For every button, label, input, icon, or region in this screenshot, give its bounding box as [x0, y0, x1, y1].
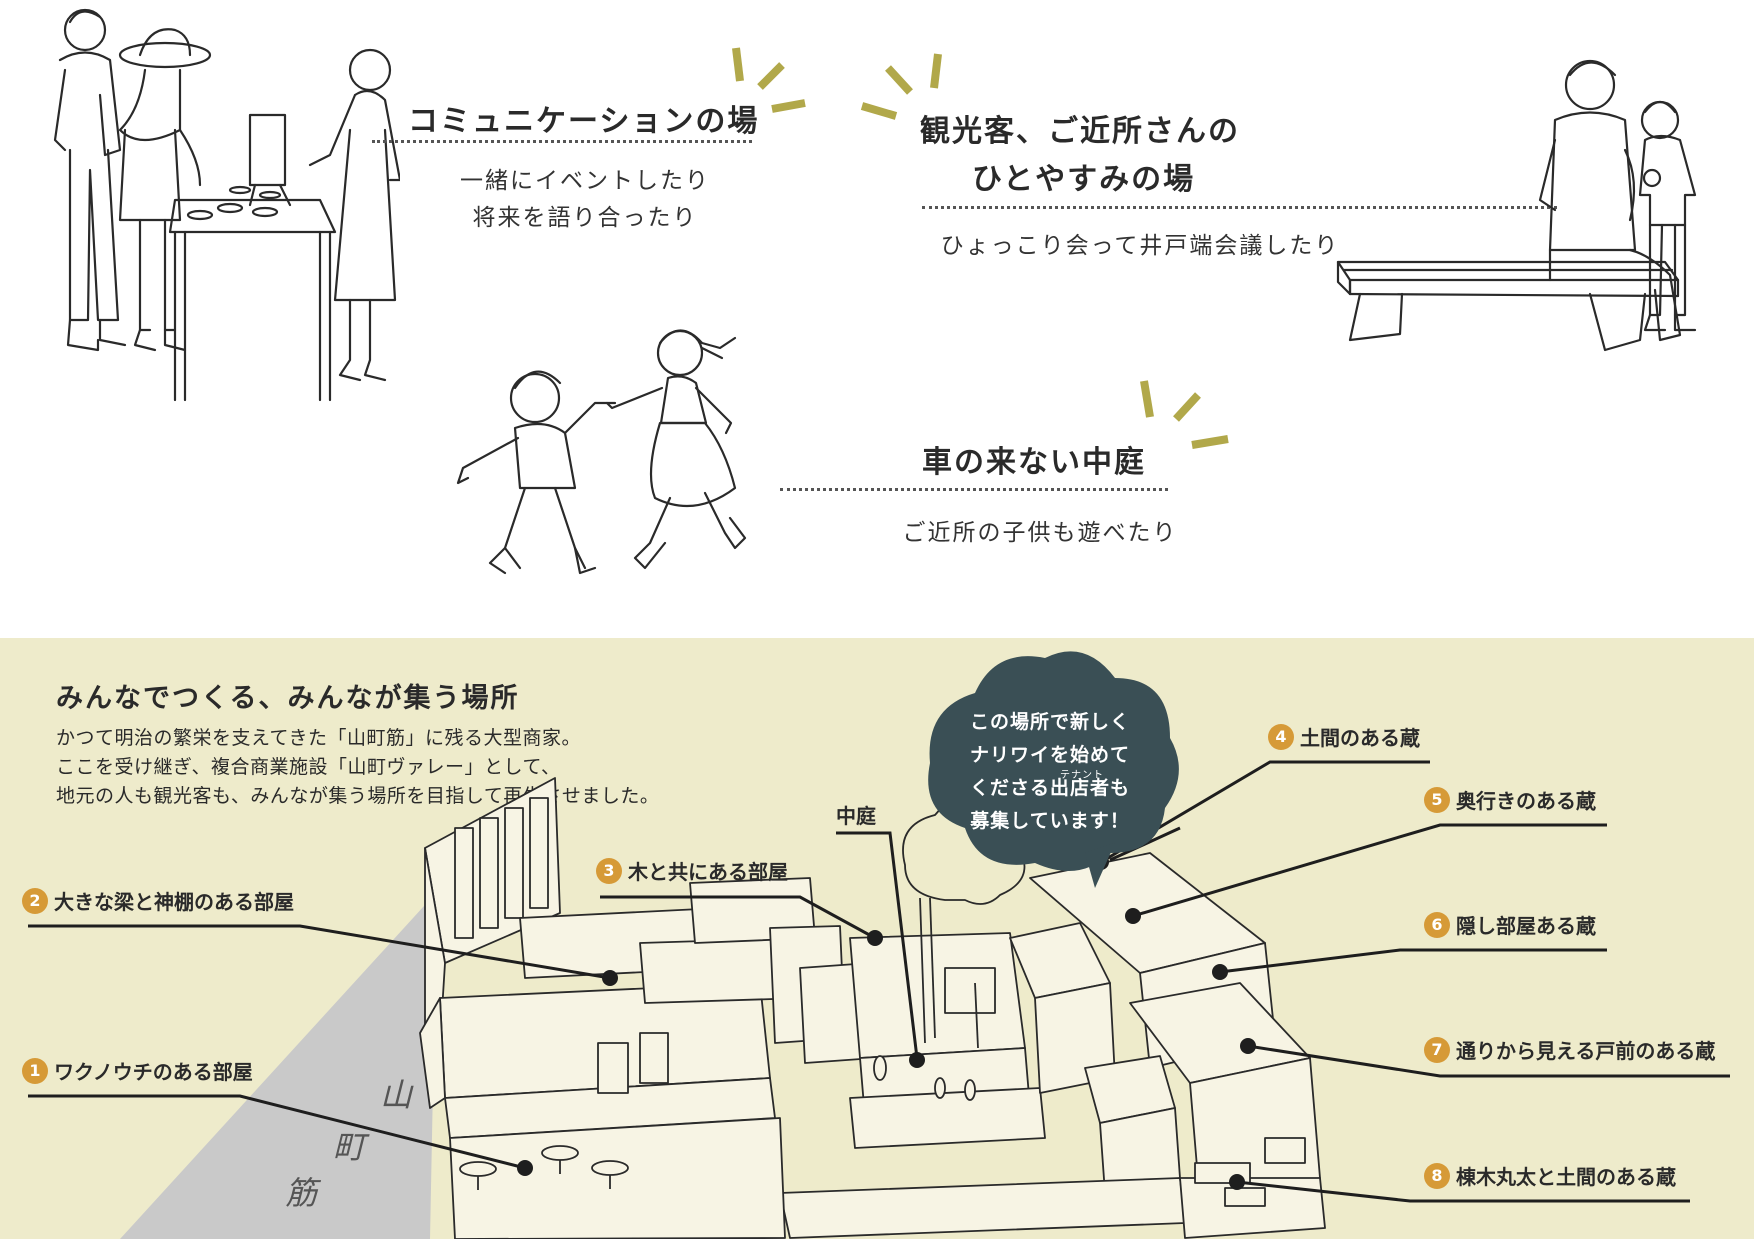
- callout-5[interactable]: 5 奥行きのある蔵: [1424, 785, 1596, 814]
- tenant-ruby: テナント: [1060, 770, 1104, 781]
- callout-label-3: 木と共にある部屋: [628, 860, 788, 884]
- communication-line-2: 将来を語り合ったり: [472, 205, 698, 231]
- callout-number-8: 8: [1424, 1162, 1450, 1189]
- callout-number-6: 6: [1424, 911, 1450, 938]
- bench-people-illustration: [1336, 59, 1697, 352]
- recruit-bubble-line-3: くださる出店者も: [969, 777, 1130, 799]
- courtyard-divider: [780, 488, 1168, 491]
- recruit-bubble-line-4: 募集しています！: [970, 810, 1130, 832]
- street-label-char-3: 筋: [285, 1174, 318, 1212]
- callout-3[interactable]: 3 木と共にある部屋: [596, 856, 788, 885]
- recruit-bubble-line-1: この場所で新しく: [969, 711, 1130, 733]
- recruit-bubble-line-2: ナリワイを始めて: [969, 744, 1130, 766]
- rest-line: ひょっこり会って井戸端会議したり: [940, 233, 1340, 259]
- street-label-char-2: 町: [333, 1128, 366, 1166]
- description-line-3: 地元の人も観光客も、みんなが集う場所を目指して再生させました。: [56, 785, 660, 807]
- callout-7[interactable]: 7 通りから見える戸前のある蔵: [1424, 1035, 1715, 1064]
- description-line-2: ここを受け継ぎ、複合商業施設「山町ヴァレー」として、: [56, 756, 561, 778]
- description-line-1: かつて明治の繁栄を支えてきた「山町筋」に残る大型商家。: [56, 727, 581, 749]
- accent-burst-icon: [860, 53, 942, 120]
- communication-heading: コミュニケーションの場: [408, 104, 760, 139]
- callout-label-4: 土間のある蔵: [1300, 726, 1420, 750]
- callout-label-2: 大きな梁と神棚のある部屋: [54, 890, 294, 914]
- rest-divider: [922, 206, 1557, 209]
- callout-label-8: 棟木丸太と土間のある蔵: [1456, 1165, 1676, 1189]
- callout-8[interactable]: 8 棟木丸太と土間のある蔵: [1424, 1161, 1676, 1190]
- street-label-char-1: 山: [380, 1076, 413, 1114]
- communication-divider: [372, 140, 752, 143]
- callout-4[interactable]: 4 土間のある蔵: [1268, 722, 1420, 751]
- rest-heading-line-1: 観光客、ご近所さんの: [920, 114, 1240, 149]
- callout-2[interactable]: 2 大きな梁と神棚のある部屋: [22, 886, 294, 915]
- section-title: みんなでつくる、みんなが集う場所: [56, 683, 520, 714]
- callout-number-4: 4: [1268, 723, 1294, 750]
- callout-label-1: ワクノウチのある部屋: [54, 1060, 253, 1084]
- accent-burst-icon: [732, 47, 806, 113]
- courtyard-heading: 車の来ない中庭: [922, 445, 1146, 480]
- children-running-illustration: [456, 329, 747, 575]
- accent-burst-icon: [1140, 380, 1229, 449]
- callout-6[interactable]: 6 隠し部屋ある蔵: [1424, 910, 1596, 939]
- callout-number-5: 5: [1424, 786, 1450, 813]
- recruit-bubble-shape: [928, 651, 1179, 888]
- communication-line-1: 一緒にイベントしたり: [460, 168, 710, 194]
- street-shape: [120, 883, 470, 1239]
- callout-label-7: 通りから見える戸前のある蔵: [1456, 1039, 1716, 1063]
- callout-label-6: 隠し部屋ある蔵: [1456, 914, 1596, 938]
- building-illustration: [419, 777, 1326, 1239]
- callout-1[interactable]: 1 ワクノウチのある部屋: [22, 1056, 253, 1085]
- callout-number-3: 3: [596, 857, 622, 884]
- callout-label-5: 奥行きのある蔵: [1456, 789, 1596, 813]
- callout-leader-lines: [28, 760, 1730, 1203]
- facility-map-section: みんなでつくる、みんなが集う場所 かつて明治の繁栄を支えてきた「山町筋」に残る大…: [0, 638, 1754, 1239]
- callout-number-2: 2: [22, 887, 48, 914]
- rest-heading-line-2: ひとやすみの場: [972, 162, 1196, 197]
- callout-number-1: 1: [22, 1057, 48, 1084]
- courtyard-label: 中庭: [836, 804, 876, 828]
- callout-number-7: 7: [1424, 1036, 1450, 1063]
- courtyard-line: ご近所の子供も遊べたり: [902, 520, 1178, 546]
- people-at-table-illustration: [53, 8, 400, 402]
